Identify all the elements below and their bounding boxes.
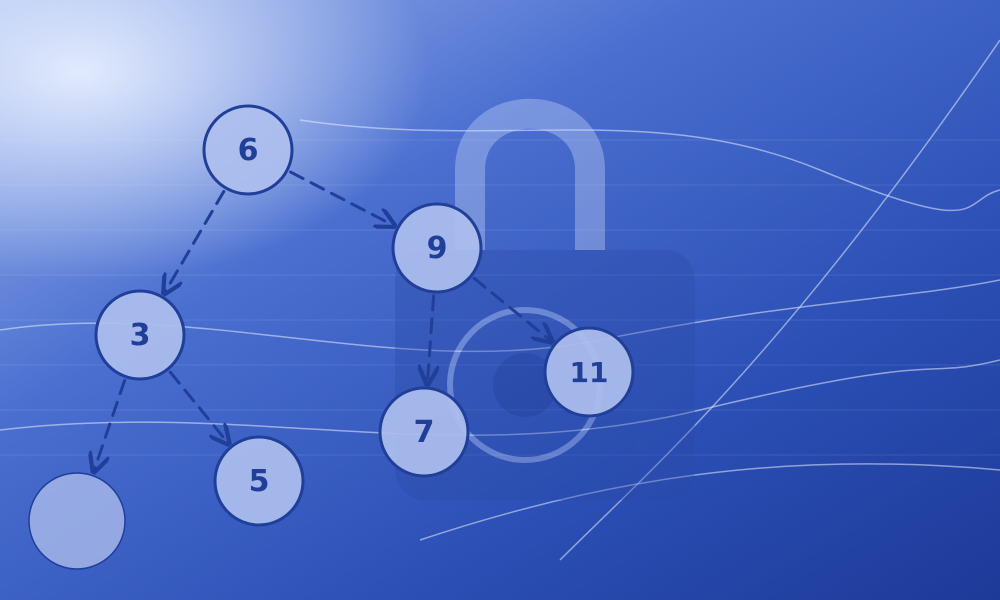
tree-node-9: 9 xyxy=(391,202,483,294)
node-label: 9 xyxy=(427,231,448,266)
node-label: 5 xyxy=(249,464,270,499)
node-circle xyxy=(213,435,305,527)
edge-n9-n11 xyxy=(472,276,550,340)
edge-n3-n5 xyxy=(168,370,227,442)
tree-node-11: 11 xyxy=(543,326,635,418)
node-circle xyxy=(391,202,483,294)
node-label: 11 xyxy=(570,356,609,389)
tree-node-empty xyxy=(28,472,126,570)
edge-n9-n7 xyxy=(428,294,434,382)
edge-n6-n3 xyxy=(165,189,226,291)
tree-node-5: 5 xyxy=(213,435,305,527)
node-label: 6 xyxy=(238,133,259,168)
node-circle xyxy=(378,386,470,478)
tree-node-3: 3 xyxy=(94,289,186,381)
node-circle xyxy=(94,289,186,381)
edge-n6-n9 xyxy=(289,170,393,225)
node-label: 3 xyxy=(130,318,151,353)
tree-node-6: 6 xyxy=(202,104,294,196)
node-circle xyxy=(28,472,126,570)
tree-node-7: 7 xyxy=(378,386,470,478)
node-circle xyxy=(543,326,635,418)
node-circle xyxy=(202,104,294,196)
node-label: 7 xyxy=(414,415,435,450)
nodes-layer: 6 9 3 11 7 5 xyxy=(28,104,635,570)
edges-layer xyxy=(94,170,550,470)
edge-n3-n_blank xyxy=(94,378,127,469)
